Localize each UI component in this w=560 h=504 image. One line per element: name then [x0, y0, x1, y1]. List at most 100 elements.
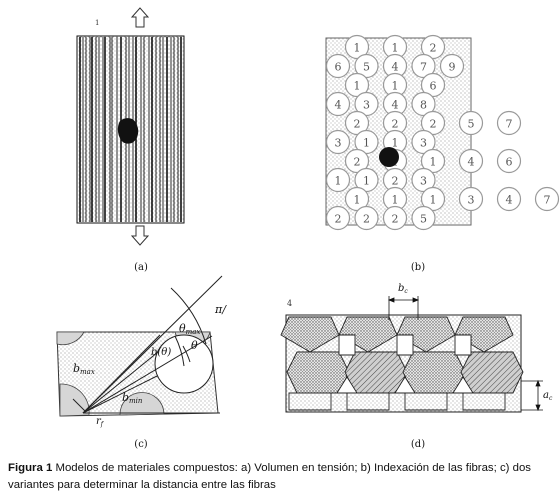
fiber-index-label: 2 — [430, 118, 437, 131]
square-gap — [396, 334, 414, 356]
fiber-index-label: 1 — [392, 42, 399, 55]
bottom-tile — [404, 392, 448, 411]
fiber-index-label: 1 — [363, 175, 370, 188]
label-ac: ac — [543, 390, 553, 402]
fiber-index-label: 7 — [420, 61, 427, 74]
fiber-index-label: 5 — [363, 61, 370, 74]
fiber-index-label: 2 — [363, 213, 370, 226]
figure-1: 1 (a) 1126547911643482225731132114611231… — [56, 7, 560, 450]
fiber-index-label: 4 — [506, 194, 513, 207]
arrow-up-icon — [130, 7, 150, 28]
fiber-index-label: 7 — [506, 118, 513, 131]
defect-void — [117, 118, 139, 144]
panel-label-b: (b) — [411, 262, 425, 273]
fiber-circle — [344, 186, 370, 212]
fiber-index-label: 2 — [430, 42, 437, 55]
fiber-index-label: 4 — [392, 61, 399, 74]
fiber-lines — [79, 37, 182, 222]
fiber-index-label: 5 — [420, 213, 427, 226]
fiber-circle — [439, 53, 465, 79]
fiber-circle — [411, 53, 436, 79]
label-theta-max: θmax — [179, 322, 200, 336]
pentagon-tile — [280, 316, 340, 353]
ac-arrow-up-icon — [535, 379, 541, 387]
fiber-circle — [344, 148, 370, 174]
hexagon-tile — [402, 351, 466, 394]
fiber-circle — [420, 148, 446, 174]
caption-label: Figura 1 — [8, 462, 53, 474]
panel-label-c: (c) — [134, 439, 148, 450]
fiber-index-label: 1 — [354, 42, 361, 55]
fiber-circle — [411, 205, 436, 231]
bottom-tile — [288, 392, 332, 411]
fiber-index-label: 1 — [363, 137, 370, 150]
label-theta: θ — [191, 339, 198, 352]
bottom-tile — [346, 392, 390, 411]
fiber-circle — [411, 91, 436, 117]
label-pi: π/ — [214, 303, 227, 316]
fiber-index-label: 8 — [420, 99, 427, 112]
fiber-index-label: 1 — [335, 175, 342, 188]
ray-b-min — [82, 375, 158, 414]
fiber-circle — [354, 91, 379, 117]
fiber-circle — [344, 34, 370, 60]
fiber-index-label: 2 — [354, 118, 361, 131]
fiber-tiles — [280, 316, 524, 411]
fiber-circle — [420, 72, 446, 98]
fiber-index-label: 6 — [335, 61, 342, 74]
fiber-circle — [420, 34, 446, 60]
bc-arrow-right-icon — [412, 297, 420, 303]
fiber-index-label: 2 — [392, 175, 399, 188]
panel-a-marker: 1 — [95, 19, 99, 27]
angle-arc-outer — [170, 287, 207, 345]
bottom-tile — [462, 392, 506, 411]
arrow-down-icon — [130, 225, 150, 246]
fiber-index-label: 3 — [335, 137, 342, 150]
fiber-circle — [458, 148, 484, 174]
fiber-index-label: 1 — [430, 156, 437, 169]
label-b-theta: b(θ) — [151, 347, 171, 358]
fiber-index-label: 9 — [449, 61, 456, 74]
fiber-index-label: 3 — [363, 99, 370, 112]
fiber-circle — [325, 91, 351, 117]
fiber-index-grid: 1126547911643482225731132114611231113472… — [325, 34, 560, 231]
fiber-circle — [325, 205, 351, 231]
caption-text: Modelos de materiales compuestos: a) Vol… — [8, 462, 531, 491]
ray-b-theta — [82, 351, 159, 414]
fiber-index-label: 3 — [468, 194, 475, 207]
fiber-index-label: 2 — [354, 156, 361, 169]
hexagon-tile — [286, 351, 350, 394]
panel-label-d: (d) — [411, 439, 425, 450]
fiber-index-label: 6 — [430, 80, 437, 93]
fiber-circle — [411, 167, 436, 193]
panel-d: 4 bc ac (d) — [280, 283, 553, 450]
fiber-circle — [458, 110, 484, 136]
panel-label-a: (a) — [134, 262, 148, 273]
fiber-index-label: 1 — [430, 194, 437, 207]
fiber-index-label: 1 — [392, 137, 399, 150]
panel-d-marker: 4 — [287, 299, 292, 308]
fiber-circle — [411, 129, 436, 155]
panel-b: 1126547911643482225731132114611231113472… — [325, 34, 560, 273]
fiber-circle — [420, 186, 446, 212]
fiber-index-label: 4 — [468, 156, 475, 169]
panel-c: π/ θmax θ b(θ) bmax bmin rf (c) — [56, 275, 227, 450]
fiber-index-label: 2 — [335, 213, 342, 226]
fiber-circle — [325, 53, 351, 79]
fiber-index-label: 3 — [420, 175, 427, 188]
label-b-max: bmax — [73, 362, 95, 376]
square-gap — [454, 334, 472, 356]
fiber-circle — [354, 167, 379, 193]
fiber-circle — [420, 110, 446, 136]
fiber-index-label: 5 — [468, 118, 475, 131]
ac-arrow-down-icon — [535, 404, 541, 412]
fiber-index-label: 2 — [392, 213, 399, 226]
fiber-index-label: 4 — [392, 99, 399, 112]
label-bc: bc — [398, 283, 408, 295]
fiber-circle — [496, 148, 522, 174]
fiber-corner-tl — [56, 331, 85, 346]
fiber-index-label: 1 — [354, 80, 361, 93]
bc-arrow-left-icon — [387, 297, 395, 303]
angle-arc-theta-max — [174, 335, 185, 367]
fiber-index-label: 1 — [354, 194, 361, 207]
